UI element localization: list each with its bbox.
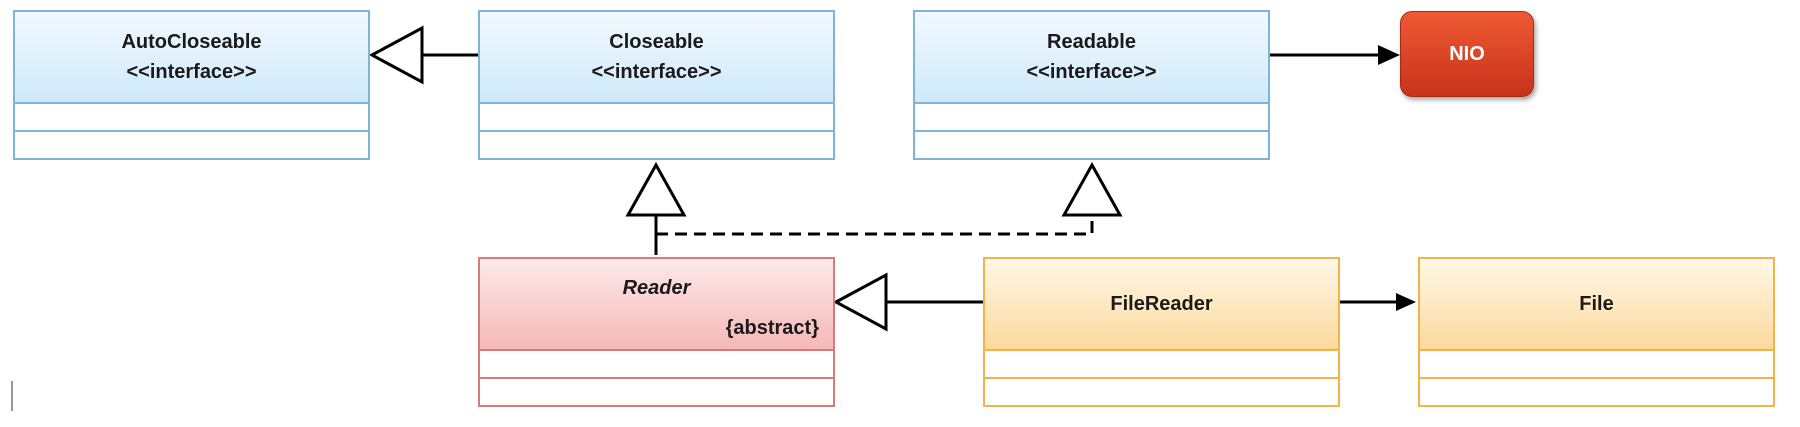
class-reader-header: Reader {abstract} — [480, 259, 833, 349]
class-readable-attributes — [915, 102, 1268, 130]
class-filereader-name: FileReader — [1110, 293, 1213, 315]
class-reader-abstract-tag: {abstract} — [725, 317, 819, 339]
text-cursor-mark — [11, 381, 13, 411]
class-closeable-header: Closeable <<interface>> — [480, 12, 833, 102]
class-reader-name: Reader — [622, 277, 691, 299]
class-readable-header: Readable <<interface>> — [915, 12, 1268, 102]
class-file-operations — [1420, 377, 1773, 405]
class-readable-operations — [915, 130, 1268, 158]
class-autocloseable-header: AutoCloseable <<interface>> — [15, 12, 368, 102]
class-filereader-header: FileReader — [985, 259, 1338, 349]
class-reader[interactable]: Reader {abstract} — [478, 257, 835, 407]
class-reader-operations — [480, 377, 833, 405]
class-closeable-name: Closeable — [609, 31, 704, 53]
reader-hollow-arrowhead — [832, 272, 888, 332]
class-file-header: File — [1420, 259, 1773, 349]
nio-label: NIO — [1449, 42, 1485, 65]
autocloseable-hollow-arrowhead — [368, 25, 424, 85]
class-autocloseable-operations — [15, 130, 368, 158]
class-filereader[interactable]: FileReader — [983, 257, 1340, 407]
nio-node[interactable]: NIO — [1400, 11, 1534, 97]
class-file-name: File — [1579, 293, 1614, 315]
file-arrowhead — [1396, 293, 1416, 311]
class-autocloseable-attributes — [15, 102, 368, 130]
class-readable-name: Readable — [1047, 31, 1136, 53]
class-closeable-attributes — [480, 102, 833, 130]
reader-readable-dashed-line — [656, 215, 1094, 236]
class-closeable-stereotype: <<interface>> — [591, 61, 722, 83]
closeable-hollow-arrowhead — [625, 161, 687, 217]
class-autocloseable-stereotype: <<interface>> — [126, 61, 257, 83]
class-filereader-operations — [985, 377, 1338, 405]
class-readable[interactable]: Readable <<interface>> — [913, 10, 1270, 160]
class-reader-attributes — [480, 349, 833, 377]
class-autocloseable-name: AutoCloseable — [121, 31, 262, 53]
class-file-attributes — [1420, 349, 1773, 377]
class-autocloseable[interactable]: AutoCloseable <<interface>> — [13, 10, 370, 160]
nio-arrowhead — [1378, 45, 1400, 65]
class-closeable-operations — [480, 130, 833, 158]
class-readable-stereotype: <<interface>> — [1026, 61, 1157, 83]
readable-hollow-arrowhead — [1061, 161, 1123, 217]
class-closeable[interactable]: Closeable <<interface>> — [478, 10, 835, 160]
class-filereader-attributes — [985, 349, 1338, 377]
class-file[interactable]: File — [1418, 257, 1775, 407]
